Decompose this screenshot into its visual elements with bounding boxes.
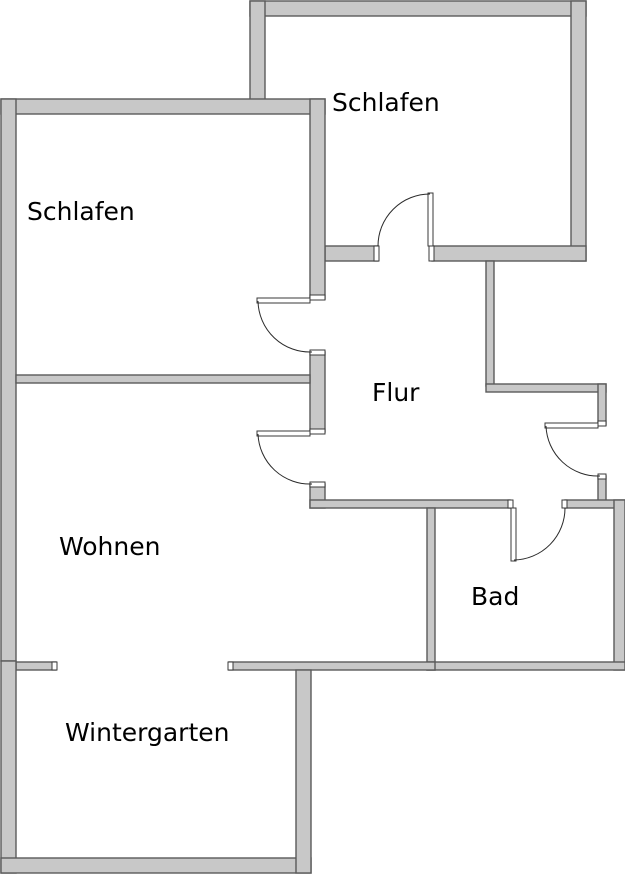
wall-top-bedroom-top	[249, 0, 587, 17]
room-label-flur: Flur	[372, 378, 420, 407]
wall-top-bedroom-right	[570, 0, 587, 262]
room-label-schlafen-top: Schlafen	[332, 88, 440, 117]
room-label-wohnen: Wohnen	[59, 532, 160, 561]
wall-left-bedroom-right-a	[309, 98, 326, 300]
wall-wintergarten-divider-right	[228, 661, 436, 671]
wall-wintergarten-divider-left	[15, 661, 57, 671]
wall-bad-left	[426, 507, 436, 671]
room-label-bad: Bad	[471, 582, 519, 611]
wall-left-bedroom-top	[0, 98, 326, 115]
door-flur-right	[544, 420, 607, 480]
wall-bedroom-living-divider	[15, 374, 311, 384]
door-bad	[507, 499, 568, 562]
wall-flur-right-vertical	[485, 260, 495, 387]
wall-flur-right-lower-b	[597, 475, 607, 502]
room-label-wintergarten: Wintergarten	[65, 718, 229, 747]
wall-outer-left-lower	[0, 660, 17, 874]
wall-flur-bottom-b	[309, 499, 511, 509]
wall-top-bedroom-bottom-b	[431, 245, 587, 262]
wall-wintergarten-right	[295, 669, 312, 874]
door-left-bedroom	[256, 294, 326, 356]
wall-left-bedroom-right-b	[309, 351, 326, 433]
room-labels: Schlafen Schlafen Flur Wohnen Bad Winter…	[27, 88, 519, 747]
room-label-schlafen-left: Schlafen	[27, 197, 135, 226]
doors	[51, 192, 607, 671]
door-top-bedroom	[373, 192, 435, 262]
wall-bad-right	[613, 499, 625, 671]
opening-wintergarten	[51, 661, 234, 671]
wall-wintergarten-bottom	[0, 857, 312, 874]
door-wohnen	[256, 428, 326, 488]
wall-bad-bottom	[426, 661, 625, 671]
wall-top-bedroom-left-upper	[249, 0, 266, 114]
wall-outer-left-upper	[0, 98, 17, 662]
wall-flur-right-lower-a	[597, 383, 607, 426]
wall-top-bedroom-bottom-a	[324, 245, 379, 262]
wall-flur-right-step	[485, 383, 607, 393]
